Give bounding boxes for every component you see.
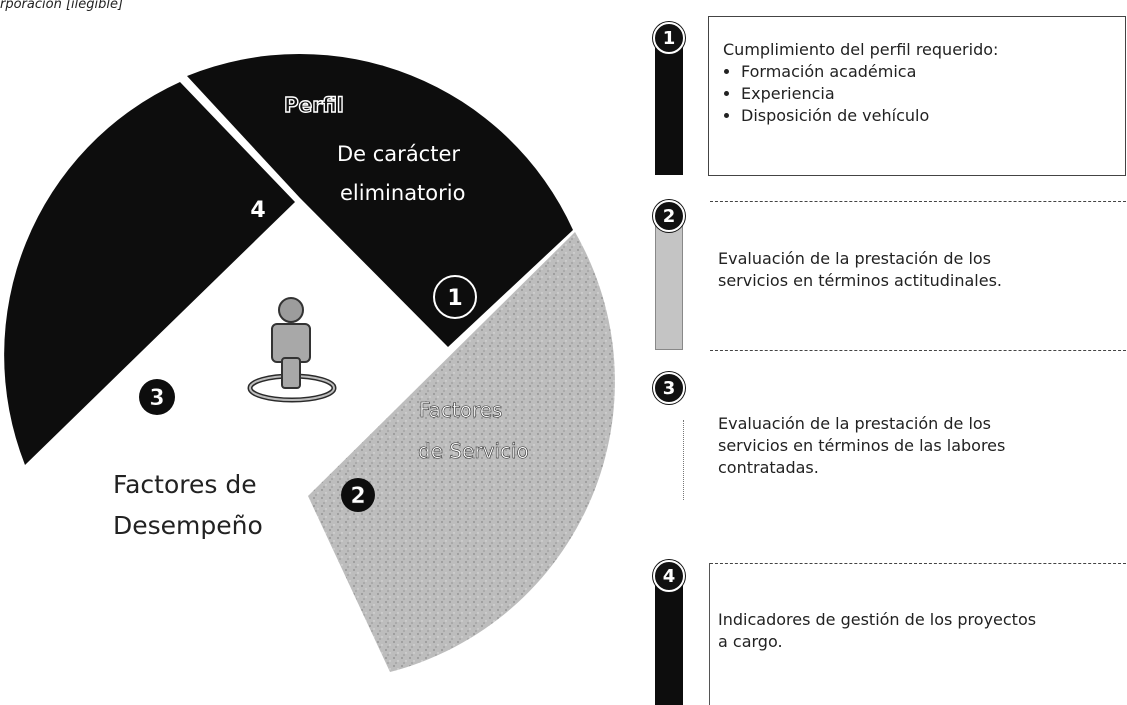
criterion-1-bullet: Formación académica [741,61,1125,83]
criterion-4-bar [655,578,683,705]
marker-3: 3 [139,379,175,415]
criterion-3-text: Evaluación de la prestación de los servi… [718,414,1006,477]
marker-2: 2 [341,478,375,512]
criterion-1-title: Cumplimiento del perfil requerido: [723,40,999,59]
svg-text:1: 1 [447,286,462,311]
segment-desempeno-white [30,206,444,494]
criterion-3-badge: 3 [653,372,685,404]
criterion-1-bullet: Experiencia [741,83,1125,105]
servicio-label-2: de Servicio [418,439,529,463]
criterion-3-divider [683,420,684,500]
criterion-1-list: Formación académica Experiencia Disposic… [723,61,1125,127]
evaluation-pie-diagram: Perfil De carácter eliminatorio Factores… [4,53,615,672]
perfil-subtitle-1: De carácter [337,142,460,166]
top-caption: rporacion [ilegible] [0,0,124,12]
perfil-title: Perfil [284,93,344,117]
person-rotation-icon [247,297,337,403]
desempeno-label-2: Desempeño [113,511,263,540]
servicio-label-1: Factores [419,398,503,422]
desempeno-label-1: Factores de [113,470,257,499]
segment-desempeno-dark [4,82,295,465]
perfil-subtitle-2: eliminatorio [340,181,465,205]
criterion-2-bar [655,222,683,350]
svg-text:3: 3 [149,386,164,411]
criterion-2-bottom-border [710,350,1126,351]
criterion-2-text: Evaluación de la prestación de los servi… [718,249,1002,290]
criterion-1-bar [655,40,683,175]
svg-text:4: 4 [250,198,265,223]
criterion-4-text: Indicadores de gestión de los proyectos … [718,610,1037,651]
marker-1: 1 [433,275,477,319]
criterion-4-top-border [710,563,1126,564]
criterion-2-badge: 2 [653,200,685,232]
criterion-1-box: Cumplimiento del perfil requerido: Forma… [708,16,1126,176]
criterion-1-bullet: Disposición de vehículo [741,105,1125,127]
criterion-4-badge: 4 [653,560,685,592]
svg-text:2: 2 [350,484,365,509]
segment-servicio [308,232,615,672]
criterion-2-top-border [710,201,1126,202]
segment-perfil [187,53,573,348]
criterion-4-left-border [709,563,710,705]
criterion-1-badge: 1 [653,22,685,54]
marker-4: 4 [250,198,265,223]
